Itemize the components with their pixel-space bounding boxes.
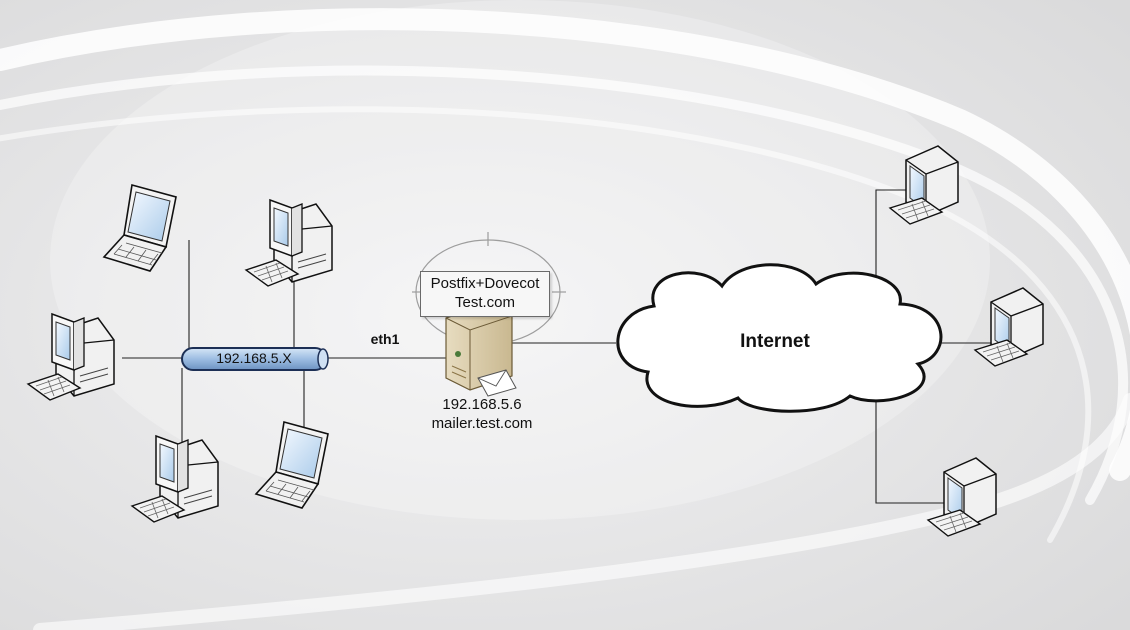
lan-links bbox=[122, 189, 1010, 504]
server-icon bbox=[445, 303, 517, 397]
interface-label: eth1 bbox=[370, 331, 400, 347]
server-ip-label: 192.168.5.6 bbox=[442, 396, 522, 413]
server-fqdn-label: mailer.test.com bbox=[431, 415, 533, 432]
server-domain-label: Test.com bbox=[454, 294, 515, 311]
cloud-icon bbox=[616, 263, 943, 413]
background-glow bbox=[50, 0, 990, 520]
lan-subnet-label: 192.168.5.X bbox=[216, 350, 292, 366]
background-swoosh bbox=[0, 8, 1130, 630]
lan-bus bbox=[181, 347, 329, 371]
server-label-box bbox=[420, 271, 550, 317]
server-software-label: Postfix+Dovecot bbox=[430, 275, 540, 292]
internet-label: Internet bbox=[740, 331, 810, 352]
